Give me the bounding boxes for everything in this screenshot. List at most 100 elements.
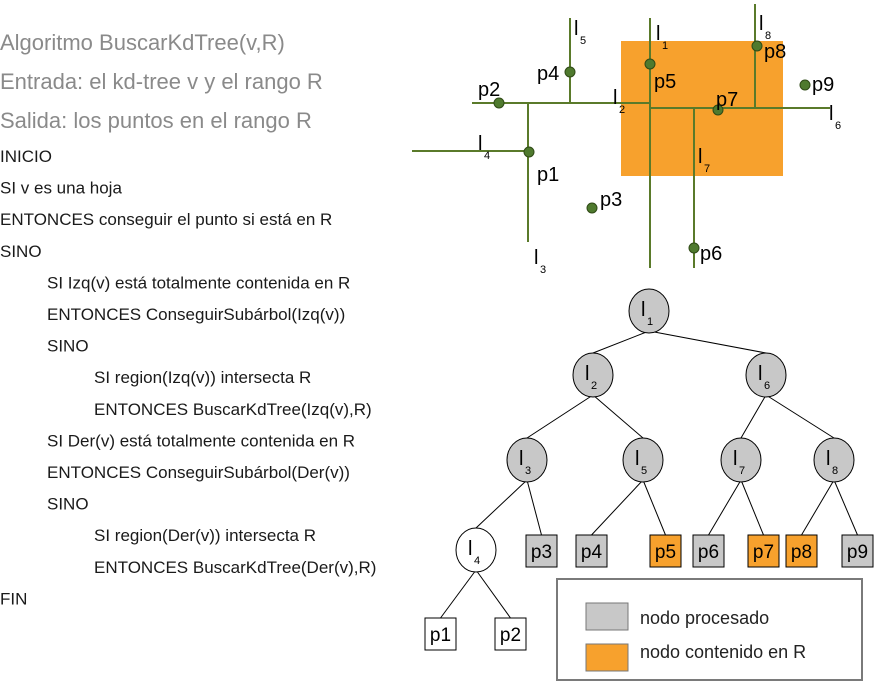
tree-node-subscript: 7 (739, 465, 745, 477)
tree-edge (648, 330, 767, 354)
tree-node-letter: l (758, 363, 762, 385)
split-label-subscript: 3 (540, 264, 546, 276)
tree-leaf-label: p5 (655, 542, 676, 563)
split-label-letter: l (613, 87, 617, 109)
split-label-letter: l (656, 23, 660, 45)
tree-node-shape (506, 437, 548, 483)
point-marker (799, 79, 811, 91)
split-label-letter: l (698, 146, 702, 168)
point-p6: p6 (688, 242, 722, 265)
split-label-letter: l (478, 133, 482, 155)
tree-leaf-box (841, 534, 874, 568)
tree-leaf-p2: p2 (494, 617, 527, 651)
tree-leaf-box (525, 534, 558, 568)
algorithm-line: SI region(Der(v)) intersecta R (94, 526, 316, 545)
point-p2: p2 (478, 79, 505, 109)
point-p3: p3 (586, 189, 622, 214)
point-marker (751, 40, 763, 52)
tree-leaf-box (785, 534, 818, 568)
point-marker (523, 146, 535, 158)
tree-leaf-p9: p9 (841, 534, 874, 568)
legend-label-contained: nodo contenido en R (640, 642, 806, 662)
tree-node-l1: l1 (628, 288, 670, 334)
tree-edge (592, 394, 644, 439)
point-label: p7 (716, 89, 738, 111)
tree-edge (440, 569, 477, 619)
tree-edges (440, 330, 858, 619)
split-label-subscript: 2 (619, 104, 625, 116)
tree-leaf-label: p9 (847, 542, 868, 563)
algorithm-line: ENTONCES ConseguirSubárbol(Izq(v)) (47, 305, 345, 324)
tree-node-subscript: 3 (525, 465, 531, 477)
tree-edge (833, 479, 858, 536)
tree-edge (591, 479, 644, 536)
algorithm-input: Entrada: el kd-tree v y el rango R (0, 69, 323, 94)
split-label-l6: l6 (829, 103, 841, 132)
tree-edge (740, 479, 764, 536)
tree-node-shape (628, 288, 670, 334)
tree-leaf-p6: p6 (692, 534, 725, 568)
point-marker (644, 58, 656, 70)
algorithm-line: SI Der(v) está totalmente contenida en R (47, 431, 355, 450)
tree-node-subscript: 8 (832, 465, 838, 477)
algorithm-line: SINO (47, 495, 89, 514)
tree-leaf-label: p1 (430, 625, 451, 646)
point-marker (564, 66, 576, 78)
tree-leaf-label: p6 (698, 542, 719, 563)
tree-leaf-box (424, 617, 457, 651)
tree-leaf-label: p4 (581, 542, 603, 563)
tree-node-letter: l (641, 299, 645, 321)
legend: nodo procesado nodo contenido en R (556, 578, 863, 681)
tree-node-shape (572, 352, 614, 398)
tree-node-shape (622, 437, 664, 483)
algorithm-line: ENTONCES BuscarKdTree(Der(v),R) (94, 558, 376, 577)
split-label-subscript: 7 (704, 163, 710, 175)
tree-node-l4: l4 (455, 527, 497, 573)
split-label-letter: l (574, 18, 578, 40)
tree-leaf-p7: p7 (747, 534, 780, 568)
legend-label-processed: nodo procesado (640, 608, 769, 628)
tree-node-l6: l6 (745, 352, 787, 398)
tree-edge (475, 569, 511, 619)
algorithm-line: INICIO (0, 147, 52, 166)
tree-node-shape (455, 527, 497, 573)
tree-leaf-label: p3 (531, 542, 552, 563)
tree-node-l8: l8 (813, 437, 855, 483)
algorithm-title: Algoritmo BuscarKdTree(v,R) (0, 30, 285, 55)
tree-leaf-box (494, 617, 527, 651)
tree-leaf-box (692, 534, 725, 568)
split-label-l7: l7 (698, 146, 710, 175)
tree-leaf-p5: p5 (649, 534, 682, 568)
split-label-subscript: 8 (765, 30, 771, 42)
algorithm-line: SINO (0, 242, 42, 261)
tree-leaf-p1: p1 (424, 617, 457, 651)
algorithm-line: SI region(Izq(v)) intersecta R (94, 368, 311, 387)
point-label: p3 (600, 189, 622, 211)
tree-leaf-box (575, 534, 608, 568)
tree-edge (642, 479, 666, 536)
tree-leaf-p4: p4 (575, 534, 608, 568)
tree-node-letter: l (733, 448, 737, 470)
tree-edge (740, 394, 767, 439)
point-marker (493, 97, 505, 109)
algorithm-text: Algoritmo BuscarKdTree(v,R) Entrada: el … (0, 30, 376, 608)
point-p8: p8 (751, 40, 786, 63)
tree-node-letter: l (826, 448, 830, 470)
tree-edge (801, 479, 835, 536)
tree-leaf-label: p7 (753, 542, 774, 563)
tree-node-subscript: 6 (764, 380, 770, 392)
point-p9: p9 (799, 74, 834, 96)
point-p1: p1 (523, 146, 559, 186)
tree-node-subscript: 4 (474, 555, 480, 567)
split-label-l2: l2 (613, 87, 625, 116)
point-label: p1 (537, 164, 559, 186)
split-label-letter: l (759, 13, 763, 35)
tree-leaf-label: p2 (500, 625, 521, 646)
point-p5: p5 (644, 58, 676, 93)
tree-node-shape (813, 437, 855, 483)
point-label: p2 (478, 79, 500, 101)
